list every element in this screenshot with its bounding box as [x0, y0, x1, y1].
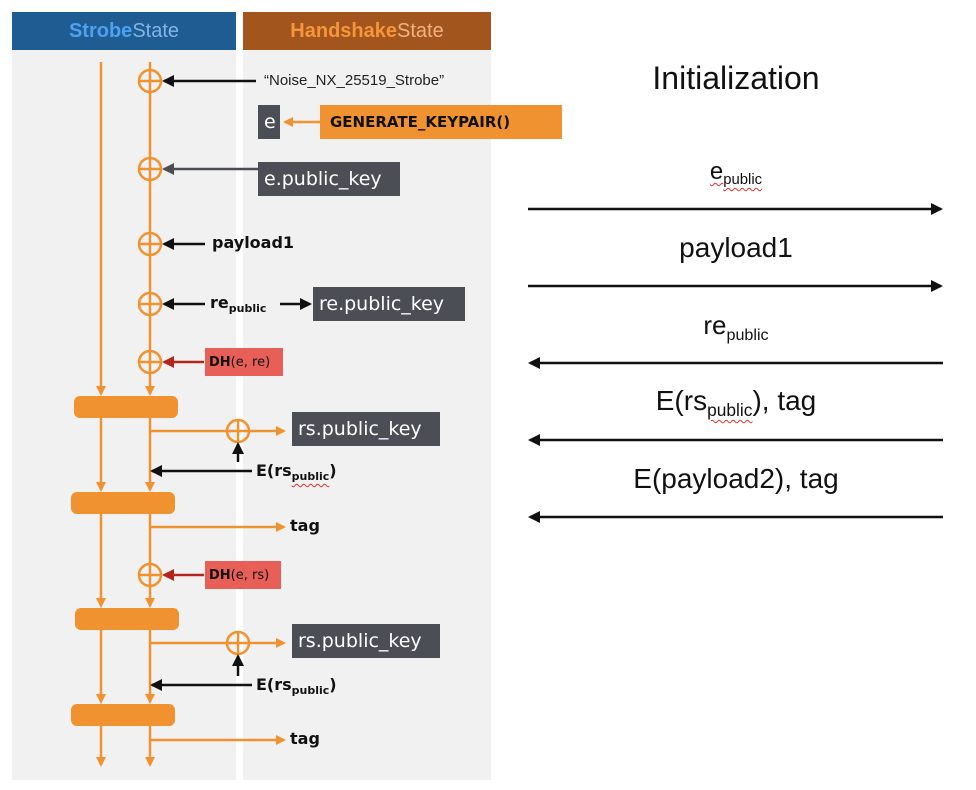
dh-e-re-bold: DH [209, 354, 231, 370]
message-label-1: epublic [596, 158, 876, 189]
rs-public-key-box-1: rs.public_key [292, 412, 440, 446]
dh-e-re-args: (e, re) [230, 354, 271, 370]
e-rs-public-2-sub: public [291, 683, 330, 697]
e-rs-public-2-end: ) [329, 675, 337, 694]
message-label-5: E(payload2), tag [566, 463, 906, 495]
strobe-operation-bar [75, 608, 179, 630]
message-3-main: re [703, 310, 727, 340]
dh-e-rs-bold: DH [209, 567, 231, 583]
dh-e-rs-args: (e, rs) [230, 567, 270, 583]
e-rs-public-label-1: E(rspublic) [256, 461, 337, 483]
message-1-sub: public [723, 172, 763, 189]
message-3-sub: public [726, 325, 769, 344]
strobe-header-rest: State [132, 19, 180, 42]
message-label-3: republic [596, 310, 876, 344]
tag-label-1: tag [290, 516, 320, 535]
e-box: e [258, 105, 280, 139]
dh-e-rs-box: DH(e, rs) [205, 561, 281, 589]
e-rs-public-label-2: E(rspublic) [256, 675, 337, 697]
re-public-label-main: re [210, 293, 229, 312]
message-4-sub: public [707, 400, 753, 421]
message-4-main: E(rs [655, 385, 708, 416]
re-public-label-sub: public [228, 301, 267, 315]
e-rs-public-1-end: ) [329, 461, 337, 480]
message-5-main: E(payload2), tag [633, 463, 839, 494]
message-2-main: payload1 [679, 232, 793, 263]
strobe-operation-bar [74, 396, 178, 418]
handshake-header-rest: State [397, 19, 444, 42]
e-rs-public-1-main: E(rs [256, 461, 292, 480]
initialization-title: Initialization [652, 60, 820, 96]
e-rs-public-2-main: E(rs [256, 675, 292, 694]
message-1-main: e [709, 158, 724, 185]
dh-e-re-box: DH(e, re) [205, 348, 283, 376]
handshake-header-bold: Handshake [290, 19, 397, 42]
protocol-name-label: “Noise_NX_25519_Strobe” [264, 72, 445, 89]
strobe-operation-bar [71, 704, 175, 726]
re-public-label: republic [210, 293, 267, 315]
message-label-2: payload1 [596, 232, 876, 264]
e-rs-public-1-sub: public [291, 469, 330, 483]
strobe-operation-bar [71, 492, 175, 514]
generate-keypair-box: GENERATE_KEYPAIR() [320, 105, 562, 139]
e-public-key-box: e.public_key [258, 162, 400, 196]
message-label-4: E(rspublic), tag [596, 385, 876, 421]
strobe-header-bold: Strobe [68, 19, 133, 42]
rs-public-key-box-2: rs.public_key [292, 624, 440, 658]
message-4-rest: ), tag [752, 385, 817, 416]
payload1-label: payload1 [212, 233, 295, 252]
tag-label-2: tag [290, 729, 320, 748]
re-public-key-box: re.public_key [313, 287, 465, 321]
